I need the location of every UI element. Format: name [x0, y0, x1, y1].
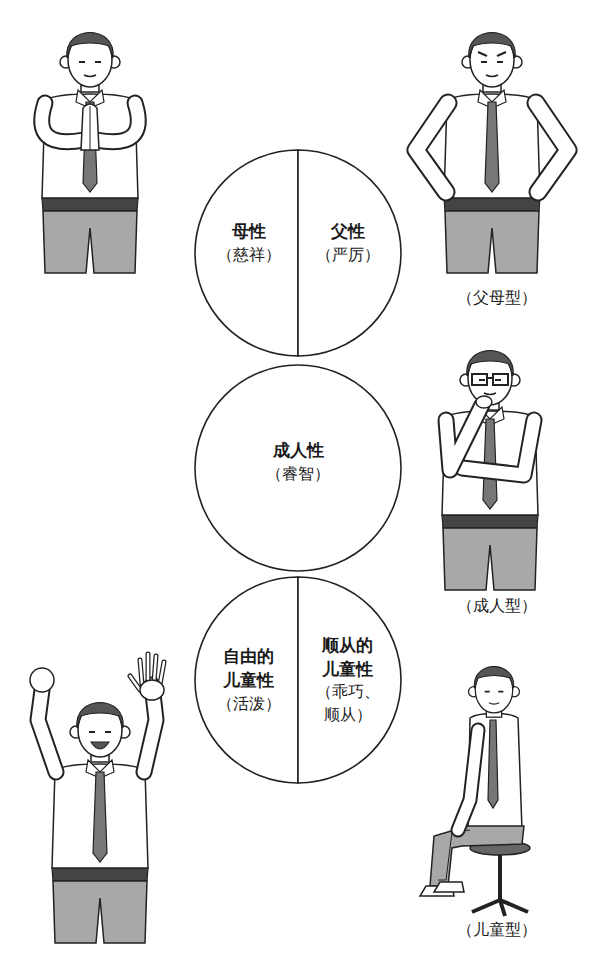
figure-part: [416, 103, 568, 192]
sitting-figure: [420, 667, 530, 916]
text-stack: 自由的 儿童性（活泼）: [203, 577, 294, 783]
thinking-figure: [442, 351, 538, 591]
figure-part: [446, 405, 482, 470]
circle-outline-path: [195, 365, 401, 571]
text-stack: 成人性（睿智）: [215, 365, 381, 571]
half-circle-node: 父性（严厉）: [298, 150, 401, 356]
half-circle-node: 顺从的 儿童性（乖巧、 顺从）: [298, 577, 401, 783]
figure-part: [442, 407, 538, 590]
trait-quality: （乖巧、 顺从）: [311, 681, 385, 726]
trait-name: 自由的 儿童性: [209, 645, 287, 693]
figure-part: [438, 830, 470, 880]
text-stack: 顺从的 儿童性（乖巧、 顺从）: [302, 577, 393, 783]
figure-part: [430, 826, 524, 886]
figure-part: [487, 377, 493, 379]
trait-name: 母性: [232, 220, 266, 244]
half-circle-node: 自由的 儿童性（活泼）: [195, 577, 298, 783]
figure-part: [70, 703, 130, 763]
stern-figure: [416, 33, 568, 274]
figure-part: [42, 90, 138, 273]
type-label: （父母型）: [457, 288, 537, 309]
figure-part: [458, 730, 478, 830]
trait-name: 成人性: [273, 439, 324, 463]
figure-part: [38, 685, 156, 772]
half-circle-node: 母性（慈祥）: [195, 150, 298, 356]
type-label: （儿童型）: [457, 920, 537, 941]
figure-part: [91, 742, 109, 749]
figure-part: [460, 351, 520, 411]
figure-part: [493, 374, 508, 385]
figure-part: [81, 104, 99, 150]
type-label: （成人型）: [457, 596, 537, 617]
trait-quality: （睿智）: [266, 463, 330, 485]
circle-node: 成人性（睿智）: [195, 365, 401, 571]
figure-part: [416, 103, 568, 192]
circle-outline-path: [195, 577, 298, 783]
figure-part: [462, 33, 522, 93]
figure-part: [444, 90, 540, 273]
praying-figure: [42, 33, 139, 274]
trait-name: 父性: [331, 220, 365, 244]
figure-part: [60, 33, 120, 93]
figure-part: [38, 685, 156, 772]
figure-part: [478, 52, 506, 56]
text-stack: 母性（慈祥）: [203, 150, 294, 356]
cheering-figure: [30, 654, 164, 943]
figure-part: [488, 720, 498, 808]
trait-quality: （活泼）: [217, 693, 281, 715]
text-stack: 父性（严厉）: [302, 150, 393, 356]
circle-outline: [298, 577, 401, 783]
figure-part: [90, 106, 91, 150]
figure-part: [472, 850, 528, 916]
circle-outline-path: [298, 150, 401, 356]
trait-name: 顺从的 儿童性: [308, 634, 386, 682]
figure-part: [472, 374, 487, 385]
trait-quality: （慈祥）: [217, 244, 281, 266]
figure-part: [446, 405, 482, 470]
circle-outline-path: [298, 577, 401, 783]
figure-part: [140, 680, 164, 700]
figure-part: [469, 667, 520, 718]
figure-part: [52, 760, 148, 943]
figure-part: [434, 882, 464, 892]
figure-part: [458, 730, 478, 830]
figure-part: [476, 396, 492, 408]
figure-part: [30, 668, 54, 692]
circle-outline-path: [195, 150, 298, 356]
trait-quality: （严厉）: [316, 244, 380, 266]
